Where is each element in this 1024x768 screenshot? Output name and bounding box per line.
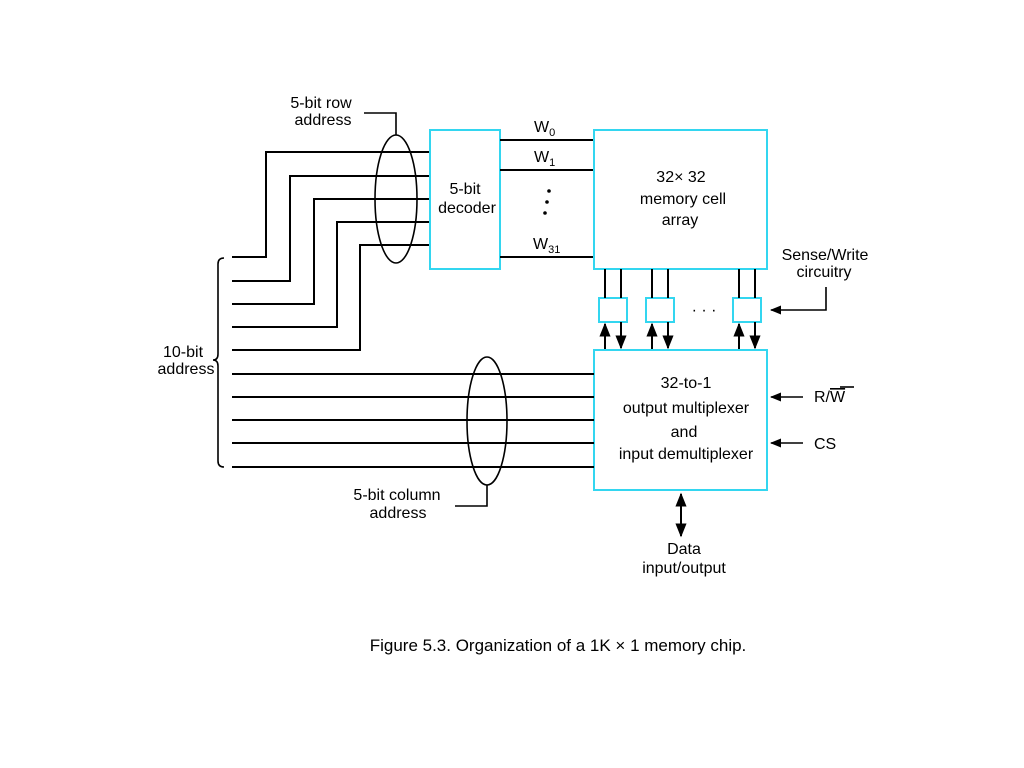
sense-write-cell-1 — [598, 297, 628, 323]
sense-write-arrow — [769, 287, 827, 315]
row-address-line-3 — [232, 198, 430, 305]
column-address-leader — [455, 485, 488, 507]
row-address-label-2: address — [295, 112, 352, 129]
figure-caption: Figure 5.3. Organization of a 1K × 1 mem… — [370, 636, 747, 655]
address-brace — [212, 257, 225, 468]
sense-write-circuits — [598, 269, 762, 350]
row-address-line-1 — [232, 151, 430, 258]
decoder-label-1: 5-bit — [449, 181, 481, 198]
data-io-label-2: input/output — [642, 560, 726, 577]
row-address-line-4 — [232, 221, 430, 328]
multiplexer-label-1: 32-to-1 — [661, 375, 712, 392]
row-address-line-5 — [232, 244, 430, 351]
word-line-dots — [543, 189, 551, 215]
word-line-w0-label: W0 — [534, 119, 555, 139]
data-io-label-1: Data — [667, 541, 701, 558]
address-label-1: 10-bit — [163, 344, 204, 361]
read-write-label: R/W — [814, 389, 846, 406]
row-address-leader — [364, 112, 397, 135]
memory-array-box — [593, 129, 768, 270]
word-line-w31-label: W31 — [533, 236, 560, 256]
multiplexer-label-3: and — [671, 424, 698, 441]
multiplexer-label-4: input demultiplexer — [619, 446, 754, 463]
sense-write-label-2: circuitry — [796, 264, 851, 281]
row-address-label-1: 5-bit row — [290, 95, 352, 112]
decoder-box — [429, 129, 501, 270]
decoder-label-2: decoder — [438, 200, 496, 217]
column-address-label-2: address — [370, 505, 427, 522]
multiplexer-label-2: output multiplexer — [623, 400, 750, 417]
column-address-lines — [232, 373, 594, 468]
sense-write-cell-2 — [645, 297, 675, 323]
memory-array-label-1: 32× 32 — [656, 169, 705, 186]
sense-write-ellipsis: · · · — [692, 302, 717, 319]
chip-select-label: CS — [814, 436, 836, 453]
memory-array-label-3: array — [662, 212, 698, 229]
memory-array-label-2: memory cell — [640, 191, 726, 208]
word-line-w1-label: W1 — [534, 149, 555, 169]
multiplexer-box — [593, 349, 768, 491]
sense-write-label-1: Sense/Write — [782, 247, 869, 264]
row-address-line-2 — [232, 175, 430, 282]
sense-write-cell-3 — [732, 297, 762, 323]
address-label-2: address — [158, 361, 215, 378]
row-address-lines — [232, 151, 430, 351]
column-address-label-1: 5-bit column — [353, 487, 440, 504]
